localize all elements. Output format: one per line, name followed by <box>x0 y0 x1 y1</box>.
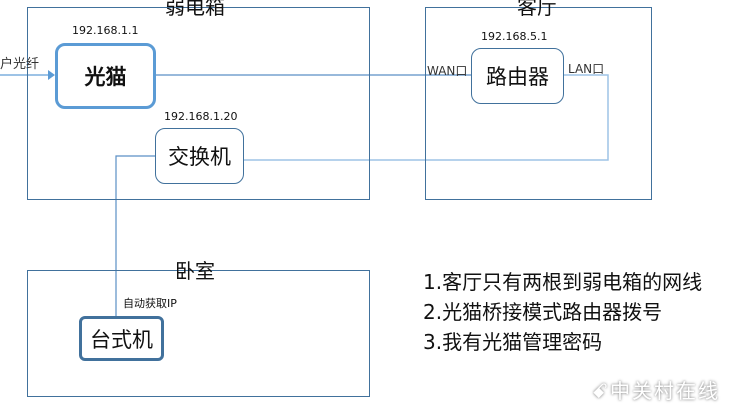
fiber-label: 户光纤 <box>0 57 40 72</box>
switch-ip: 192.168.1.20 <box>164 110 238 123</box>
fiber-arrow <box>48 70 55 80</box>
living-room <box>425 7 652 200</box>
bedroom-room <box>27 270 370 397</box>
router-wan-label: WAN口 <box>427 64 468 78</box>
living-room-title: 客厅 <box>517 0 557 19</box>
modem-ip: 192.168.1.1 <box>72 24 139 37</box>
router-label: 路由器 <box>486 65 549 89</box>
desktop-label: 台式机 <box>90 327 153 352</box>
switch-node[interactable]: 交换机 <box>155 128 244 184</box>
router-ip: 192.168.5.1 <box>481 30 548 43</box>
watermark-logo: ꗃ中关村在线 <box>592 375 720 404</box>
modem-label: 光猫 <box>84 65 127 89</box>
switch-desktop-line <box>115 155 155 316</box>
desktop-ip-note: 自动获取IP <box>123 297 177 310</box>
watermark-text: 中关村在线 <box>609 379 720 403</box>
bedroom-title: 卧室 <box>175 259 215 283</box>
modem-node[interactable]: 光猫 <box>55 43 156 109</box>
desktop-node[interactable]: 台式机 <box>79 316 164 361</box>
note-1: 1.客厅只有两根到弱电箱的网线 <box>423 270 703 294</box>
weak-box-title: 弱电箱 <box>165 0 225 19</box>
switch-label: 交换机 <box>168 145 231 169</box>
watermark-icon: ꗃ <box>592 379 610 403</box>
router-node[interactable]: 路由器 <box>471 48 564 104</box>
router-lan-label: LAN口 <box>568 62 605 76</box>
note-3: 3.我有光猫管理密码 <box>423 330 603 354</box>
note-2: 2.光猫桥接模式路由器拨号 <box>423 300 663 324</box>
weak-box-room <box>27 7 370 200</box>
